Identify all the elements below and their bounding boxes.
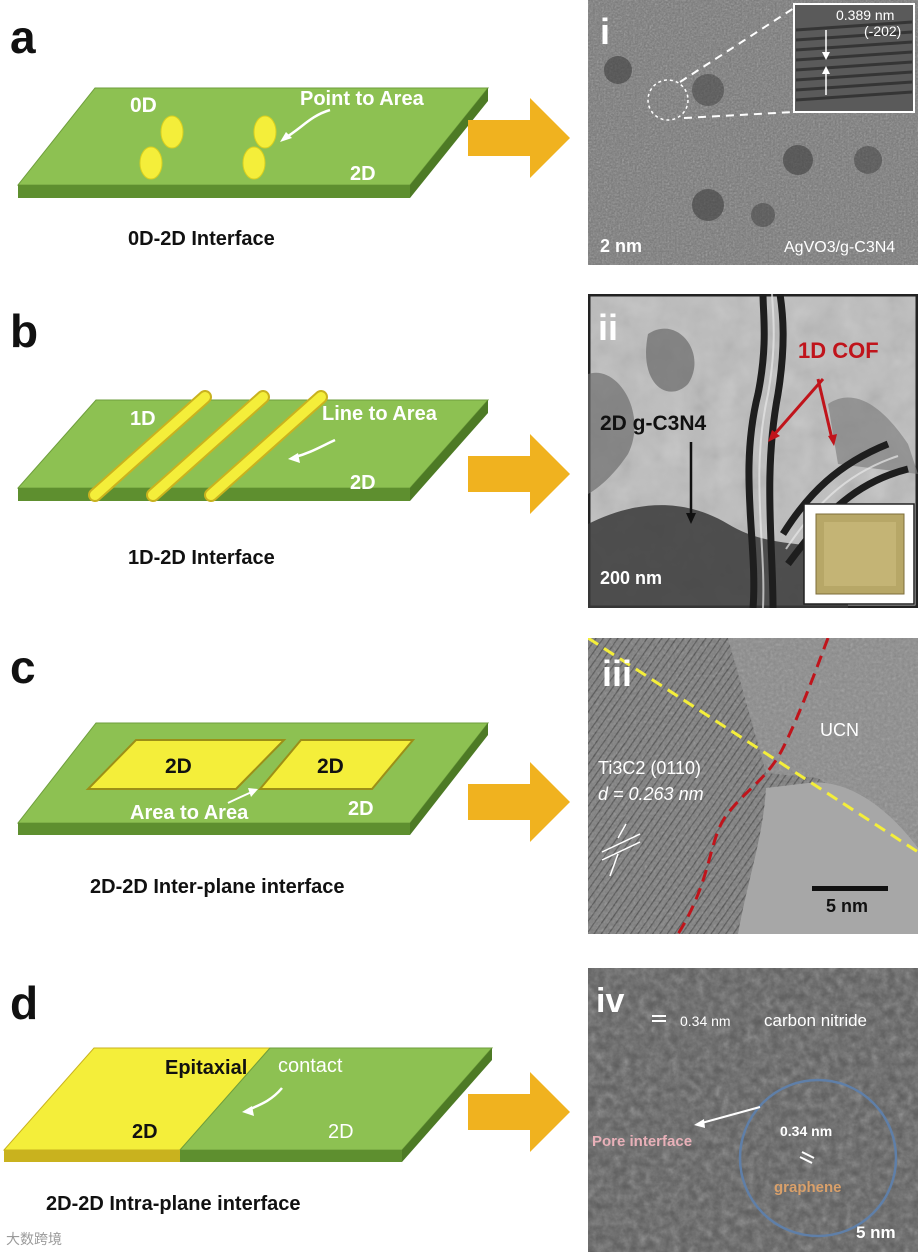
- scheme-1d-2d: 1D Line to Area 2D: [10, 385, 510, 525]
- roman-i: i: [600, 11, 610, 52]
- inset-spacing: 0.389 nm: [836, 7, 894, 23]
- roman-iv: iv: [596, 982, 624, 1020]
- dot-0d: [254, 116, 276, 148]
- label-ucn: UCN: [820, 720, 859, 740]
- spacing-graphene: 0.34 nm: [780, 1123, 832, 1139]
- label-contact: contact: [278, 1055, 343, 1077]
- label-area-to-area: Area to Area: [130, 802, 249, 824]
- roman-iii: iii: [602, 653, 632, 694]
- label-2d-gcn: 2D g-C3N4: [600, 412, 707, 435]
- inset-plane: (-202): [864, 23, 901, 39]
- panel-letter-d: d: [10, 980, 38, 1026]
- label-tile-2d: 2D: [317, 755, 344, 778]
- panel-letter-c: c: [10, 644, 36, 690]
- label-pore-interface: Pore interface: [592, 1133, 692, 1150]
- scale-2nm: 2 nm: [600, 236, 642, 256]
- arrow-icon: [468, 98, 578, 178]
- sample-label: AgVO3/g-C3N4: [784, 239, 895, 256]
- label-2d-right: 2D: [328, 1121, 354, 1143]
- scale-5nm: 5 nm: [826, 896, 868, 916]
- label-graphene: graphene: [774, 1179, 842, 1196]
- caption-c: 2D-2D Inter-plane interface: [90, 876, 345, 899]
- panel-letter-a: a: [10, 14, 36, 60]
- label-ti3c2: Ti3C2 (0110): [598, 758, 701, 778]
- caption-a: 0D-2D Interface: [128, 228, 275, 251]
- watermark: 大数跨境: [6, 1229, 62, 1249]
- micrograph-i: 0.389 nm (-202) i 2 nm AgVO3/g-C3N4: [588, 0, 918, 265]
- label-2d-base: 2D: [350, 163, 376, 185]
- caption-b: 1D-2D Interface: [128, 547, 275, 570]
- label-1d: 1D: [130, 408, 156, 430]
- arrow-icon: [468, 762, 578, 842]
- spacing-cn: 0.34 nm: [680, 1013, 731, 1029]
- label-d-spacing: d = 0.263 nm: [598, 784, 704, 804]
- scale-5nm: 5 nm: [856, 1223, 896, 1242]
- label-2d-left: 2D: [132, 1121, 158, 1143]
- label-2d-base: 2D: [350, 472, 376, 494]
- arrow-icon: [468, 434, 578, 514]
- panel-letter-b: b: [10, 308, 38, 354]
- label-point-to-area: Point to Area: [300, 88, 425, 110]
- micrograph-iii: 5 nm iii UCN Ti3C2 (0110) d = 0.263 nm: [588, 638, 918, 934]
- label-1d-cof: 1D COF: [798, 338, 879, 363]
- arrow-icon: [468, 1072, 578, 1152]
- roman-ii: ii: [598, 307, 618, 348]
- dot-0d: [243, 147, 265, 179]
- scheme-2d-2d-intra: Epitaxial contact 2D 2D: [0, 1040, 500, 1180]
- label-carbon-nitride: carbon nitride: [764, 1011, 867, 1030]
- scheme-2d-2d-inter: 2D 2D Area to Area 2D: [10, 715, 510, 855]
- caption-d: 2D-2D Intra-plane interface: [46, 1193, 301, 1216]
- dot-0d: [161, 116, 183, 148]
- dot-0d: [140, 147, 162, 179]
- scale-200nm: 200 nm: [600, 568, 662, 588]
- scale-bar: [812, 886, 888, 891]
- label-line-to-area: Line to Area: [322, 403, 438, 425]
- micrograph-iv: iv 0.34 nm carbon nitride Pore interface…: [588, 968, 918, 1252]
- label-tile-2d: 2D: [165, 755, 192, 778]
- label-2d-base: 2D: [348, 798, 374, 820]
- label-epitaxial: Epitaxial: [165, 1057, 247, 1079]
- label-0d: 0D: [130, 94, 157, 117]
- micrograph-ii: 1D COF 2D g-C3N4 ii 200 nm: [588, 294, 918, 608]
